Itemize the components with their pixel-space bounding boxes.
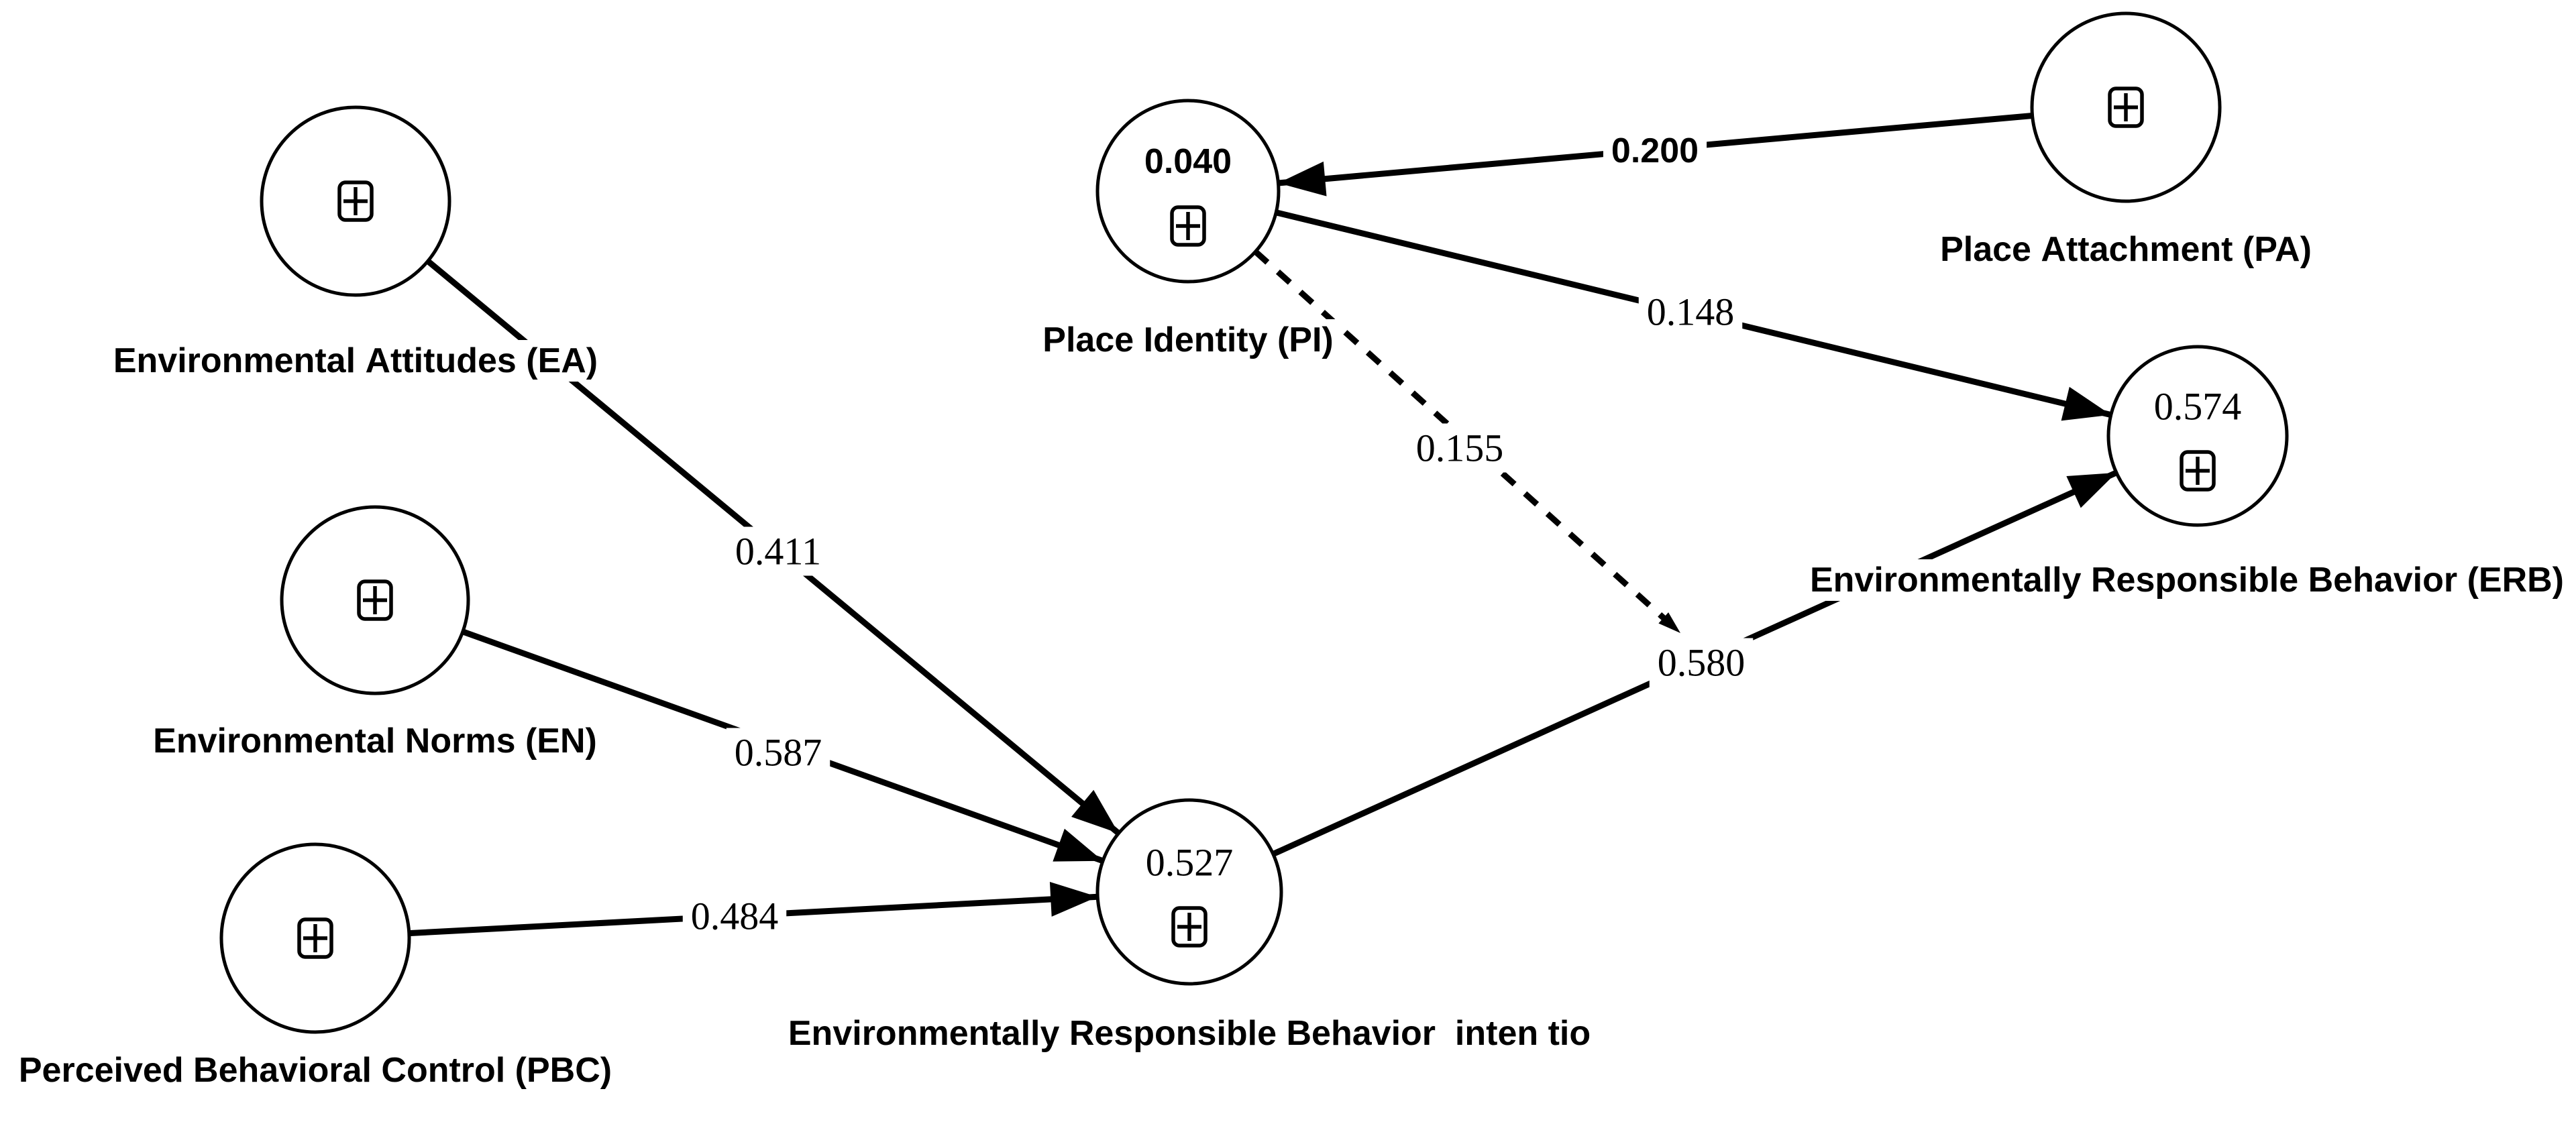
path-coefficient-label: 0.200 [1611,131,1699,170]
label-gap-background [727,526,830,576]
plus-square-icon [1170,205,1206,247]
node-label-PA: Place Attachment (PA) [1940,230,2312,269]
path-coefficient-0_200: 0.200 [1603,129,1707,173]
path-coefficient-0_484: 0.484 [682,891,787,941]
latent-variable-circle-ERBI [1095,798,1283,986]
label-gap-background [11,1050,619,1091]
latent-variable-circle-PI [1095,99,1281,284]
plus-square-icon [357,579,393,621]
plus-square-icon [2108,87,2144,128]
node-label-group-PBC: Perceived Behavioral Control (PBC) [11,1050,619,1091]
r-squared-value-ERBI: 0.527 [1146,841,1234,885]
node-label-EN: Environmental Norms (EN) [153,722,597,760]
path-coefficient-0_580: 0.580 [1649,638,1754,687]
path-coefficient-0_148: 0.148 [1638,287,1743,337]
arrowhead-PBC-ERBI [1049,881,1098,917]
node-label-group-EA: Environmental Attitudes (EA) [106,340,605,382]
node-label-group-ERBI: Environmentally Responsible Behavior int… [781,1013,1598,1054]
arrowhead-EN-ERBI [1053,828,1104,862]
label-gap-background [1649,638,1754,687]
label-gap-background [1407,423,1512,473]
layer-labels: 0.4110.5870.4840.2000.1480.5800.155Envir… [11,129,2571,1091]
arrowhead-EA-ERBI [1071,789,1119,834]
label-gap-background [1638,287,1743,337]
plus-square-icon [337,180,374,222]
path-coefficient-label: 0.587 [735,731,822,775]
path-coefficient-0_587: 0.587 [726,728,830,777]
node-label-ERB: Environmentally Responsible Behavior (ER… [1810,561,2564,600]
path-coefficient-label: 0.148 [1647,290,1735,334]
arrowhead-ERBI-ERB [2066,472,2116,508]
plus-square-icon [1171,906,1208,948]
r-squared-value-ERB: 0.574 [2154,385,2242,429]
node-label-ERBI: Environmentally Responsible Behavior int… [788,1014,1591,1053]
arrowhead-PI-ERB [2061,386,2111,421]
path-coefficient-0_411: 0.411 [727,526,830,576]
path-coefficient-label: 0.155 [1416,427,1504,470]
node-label-EA: Environmental Attitudes (EA) [113,341,598,380]
label-gap-background [1036,319,1340,361]
layer-node-content: 0.527 0.040 0.574 [297,87,2242,959]
layer-node-circles [219,11,2289,1034]
path-coefficient-label: 0.411 [735,530,821,573]
label-gap-background [1603,129,1707,173]
path-coefficient-label: 0.484 [691,895,779,938]
label-gap-background [146,720,604,762]
label-gap-background [106,340,605,382]
r-squared-value-PI: 0.040 [1144,142,1232,181]
node-label-PBC: Perceived Behavioral Control (PBC) [19,1051,612,1090]
node-label-group-EN: Environmental Norms (EN) [146,720,604,762]
arrowhead-PI-path [1658,612,1680,633]
path-coefficient-label: 0.580 [1658,641,1746,685]
label-gap-background [726,728,830,777]
label-gap-background [1933,229,2318,270]
node-label-group-PA: Place Attachment (PA) [1933,229,2318,270]
path-coefficient-0_155: 0.155 [1407,423,1512,473]
arrowhead-PA-PI [1278,161,1327,196]
label-gap-background [682,891,787,941]
plus-square-icon [297,917,333,959]
layer-arrowheads [1049,161,2116,917]
plus-square-icon [2180,450,2216,492]
node-label-group-ERB: Environmentally Responsible Behavior (ER… [1803,559,2571,601]
latent-variable-circle-ERB [2106,345,2289,527]
label-gap-background [1803,559,2571,601]
label-gap-background [781,1013,1598,1054]
node-label-group-PI: Place Identity (PI) [1036,319,1340,361]
node-label-PI: Place Identity (PI) [1042,321,1333,359]
